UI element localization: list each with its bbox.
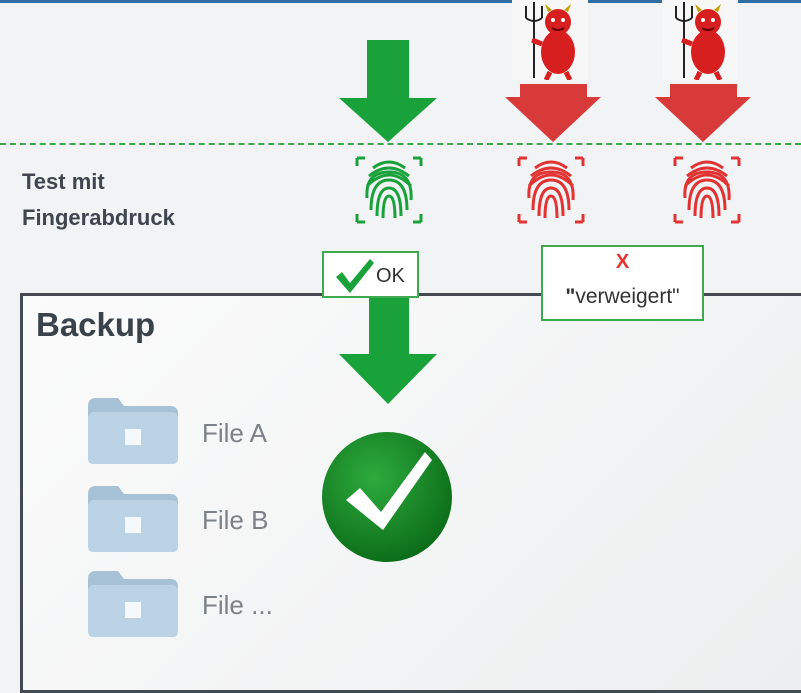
test-label-text: Test mit Fingerabdruck bbox=[22, 169, 175, 230]
folder-icon bbox=[88, 571, 178, 637]
folder-icon bbox=[88, 398, 178, 464]
file-label: File B bbox=[202, 505, 269, 535]
red-arrow-down-icon bbox=[505, 84, 601, 142]
backup-title: Backup bbox=[36, 306, 156, 343]
file-label: File A bbox=[202, 418, 268, 448]
ok-label: OK bbox=[376, 265, 405, 287]
green-arrow-down-icon bbox=[339, 298, 437, 404]
ok-status-box: OK bbox=[322, 251, 419, 298]
fingerprint-red-icon bbox=[517, 156, 585, 224]
check-circle-icon bbox=[322, 432, 452, 562]
denied-text: verweigert" bbox=[575, 285, 680, 308]
green-arrow-down-icon bbox=[339, 40, 437, 142]
test-label: Test mit Fingerabdruck bbox=[22, 164, 282, 236]
deny-mark: X bbox=[615, 251, 630, 273]
denied-status-box: X "verweigert" bbox=[541, 245, 704, 321]
file-label: File ... bbox=[202, 590, 273, 620]
fingerprint-green-icon bbox=[355, 156, 423, 224]
red-arrow-down-icon bbox=[655, 84, 751, 142]
denied-open-quote: " bbox=[565, 285, 576, 308]
checkmark-icon bbox=[336, 259, 374, 293]
devil-icon bbox=[662, 0, 738, 82]
denied-label: "verweigert" bbox=[543, 285, 702, 309]
diagram-graphics bbox=[88, 40, 751, 637]
top-accent-line bbox=[0, 0, 801, 3]
folder-icon bbox=[88, 486, 178, 552]
dashed-separator bbox=[0, 143, 801, 145]
devil-icon bbox=[512, 0, 588, 82]
fingerprint-red-icon bbox=[673, 156, 741, 224]
